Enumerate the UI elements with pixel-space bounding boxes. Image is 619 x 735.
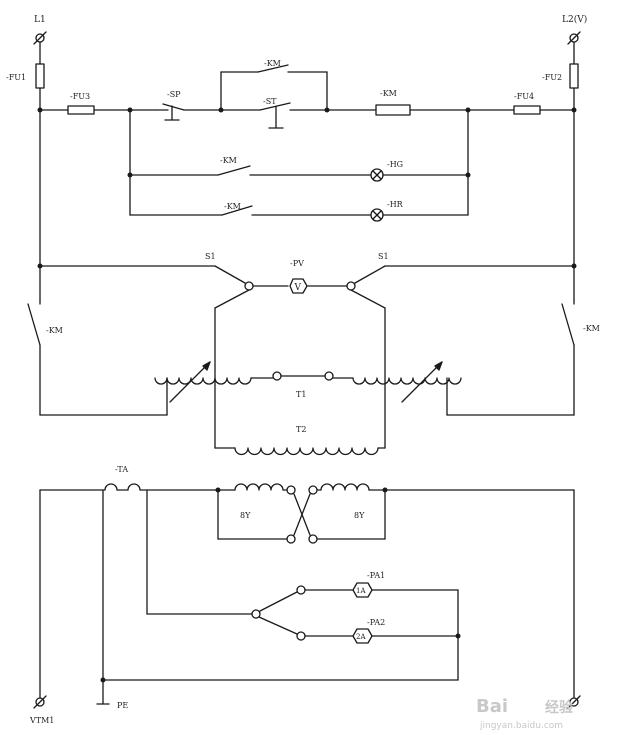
label-l2: L2(V) [562, 14, 587, 25]
label-ta: -TA [115, 465, 128, 474]
label-t2: T2 [296, 425, 306, 434]
label-km-main-right: -KM [583, 324, 600, 333]
transformer-t1-left-coil [154, 377, 252, 385]
km-contact-hg [217, 165, 251, 176]
baidu-watermark: Bai 经验 jingyan.baidu.com [476, 696, 574, 731]
fuse-fu3 [67, 105, 95, 115]
winding-8y-right [320, 483, 370, 491]
label-km-main-left: -KM [46, 326, 63, 335]
label-fu2: -FU2 [542, 73, 562, 82]
svg-text:经验: 经验 [545, 699, 574, 716]
lamp-hg [370, 168, 384, 182]
label-hr: -HR [387, 200, 404, 209]
svg-text:Bai: Bai [476, 696, 508, 717]
contactor-coil-km [375, 104, 411, 116]
fuse-fu1 [35, 63, 45, 89]
ammeter-selector [259, 591, 298, 612]
label-8y-left: 8Y [240, 511, 251, 520]
label-hg: -HG [387, 160, 403, 169]
winding-8y-left [234, 483, 284, 491]
voltmeter-pv [289, 278, 308, 294]
label-pe: PE [117, 701, 128, 710]
fuse-fu2 [569, 63, 579, 89]
label-vtm1: VTM1 [29, 716, 54, 725]
label-km-hg: -KM [220, 156, 237, 165]
fuse-fu4 [513, 105, 541, 115]
label-fu3: -FU3 [70, 92, 90, 101]
label-a1: 1A [356, 587, 366, 595]
label-st: -ST [263, 97, 277, 106]
label-pa1: -PA1 [367, 571, 385, 580]
km-main-contact-right [561, 303, 575, 346]
start-button-st [259, 102, 291, 129]
label-l1: L1 [34, 15, 46, 25]
lamp-hr [370, 208, 384, 222]
selector-s1-left [214, 265, 246, 284]
label-pv-symbol: V [294, 283, 302, 293]
stop-button-sp [154, 103, 185, 121]
label-a2: 2A [356, 633, 366, 641]
label-s1-left: S1 [205, 252, 216, 261]
km-main-contact-left [27, 303, 41, 346]
terminal-vtm1 [33, 695, 47, 709]
km-aux-contact [257, 64, 289, 73]
label-pv: -PV [290, 259, 304, 268]
label-pa2: -PA2 [367, 618, 385, 627]
label-km-aux: -KM [264, 59, 281, 68]
cross-link-b [293, 493, 311, 536]
svg-text:jingyan.baidu.com: jingyan.baidu.com [479, 721, 563, 731]
terminal-bottom-right [567, 695, 581, 709]
current-transformer-ta [104, 483, 141, 491]
label-t1: T1 [296, 390, 306, 399]
km-contact-hr [221, 205, 253, 216]
transformer-t1-right-coil [352, 377, 462, 385]
selector-s1-right [354, 265, 386, 284]
label-8y-right: 8Y [354, 511, 365, 520]
label-s1-right: S1 [378, 252, 389, 261]
label-km-hr: -KM [224, 202, 241, 211]
label-fu4: -FU4 [514, 92, 534, 101]
label-sp: -SP [167, 90, 181, 99]
transformer-t2-coil [234, 447, 379, 456]
label-fu1: -FU1 [6, 73, 26, 82]
label-km-coil: -KM [380, 89, 397, 98]
